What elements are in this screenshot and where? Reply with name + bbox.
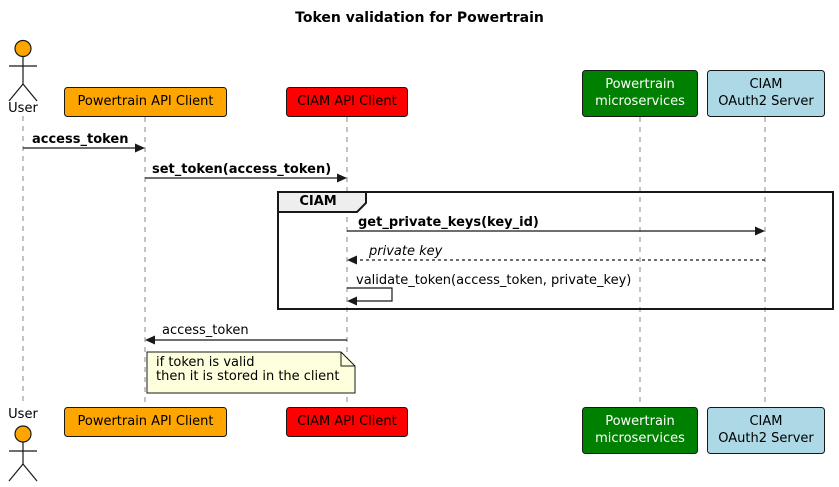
group-frame-ciam: [277, 191, 834, 310]
participant-label: Powertrain API Client: [77, 93, 214, 109]
participant-powertrain-api-client-bottom: Powertrain API Client: [64, 407, 227, 437]
message-label-get-private-keys: get_private_keys(key_id): [358, 215, 539, 230]
participant-ciam-oauth2-server-top: CIAM OAuth2 Server: [707, 70, 825, 117]
note-shape: [146, 351, 356, 394]
arrow-validate-token-self: [347, 287, 393, 302]
arrowhead-access-token-return: [145, 335, 155, 345]
participant-powertrain-api-client-top: Powertrain API Client: [64, 87, 227, 117]
lifelines: [22, 116, 766, 406]
arrowhead-private-key-return: [347, 255, 357, 265]
actor-user-bottom-figure: [8, 425, 38, 482]
actor-head-icon: [14, 425, 32, 443]
group-label: CIAM: [299, 194, 337, 209]
group-box: [277, 191, 834, 310]
actor-user-top-label: User: [8, 101, 38, 116]
message-label-validate-token: validate_token(access_token, private_key…: [356, 273, 632, 288]
actor-leg-left: [8, 83, 24, 102]
actor-leg-right: [22, 463, 38, 482]
participant-label: Powertrain microservices: [595, 77, 685, 109]
message-label-access-token: access_token: [32, 132, 129, 147]
diagram-title: Token validation for Powertrain: [295, 10, 544, 26]
participant-ciam-api-client-top: CIAM API Client: [286, 87, 408, 117]
participant-powertrain-microservices-bottom: Powertrain microservices: [582, 407, 698, 454]
arrowhead-get-private-keys: [755, 226, 765, 236]
arrowhead-access-token: [135, 143, 145, 153]
group-tab: [277, 191, 367, 213]
actor-leg-right: [22, 83, 38, 102]
message-label-set-token: set_token(access_token): [152, 162, 332, 177]
message-arrows: [23, 143, 765, 345]
participant-powertrain-microservices-top: Powertrain microservices: [582, 70, 698, 117]
note-text: if token is valid then it is stored in t…: [156, 355, 340, 384]
participant-label: CIAM OAuth2 Server: [718, 414, 814, 446]
actor-user-bottom-label: User: [8, 407, 38, 422]
arrowhead-validate-token-self: [347, 296, 357, 306]
participant-label: Powertrain microservices: [595, 414, 685, 446]
actor-head-icon: [14, 39, 32, 58]
arrowhead-set-token: [337, 173, 347, 183]
participant-ciam-oauth2-server-bottom: CIAM OAuth2 Server: [707, 407, 825, 454]
message-label-private-key: private key: [369, 244, 443, 259]
participant-label: CIAM API Client: [297, 413, 397, 429]
actor-user-top-figure: [8, 39, 38, 102]
message-label-access-token-return: access_token: [162, 323, 249, 338]
participant-ciam-api-client-bottom: CIAM API Client: [286, 407, 408, 437]
participant-label: Powertrain API Client: [77, 413, 214, 429]
participant-label: CIAM OAuth2 Server: [718, 77, 814, 109]
actor-leg-left: [8, 463, 24, 482]
participant-label: CIAM API Client: [297, 93, 397, 109]
note-body: [146, 351, 356, 394]
note-fold-icon: [340, 352, 355, 367]
